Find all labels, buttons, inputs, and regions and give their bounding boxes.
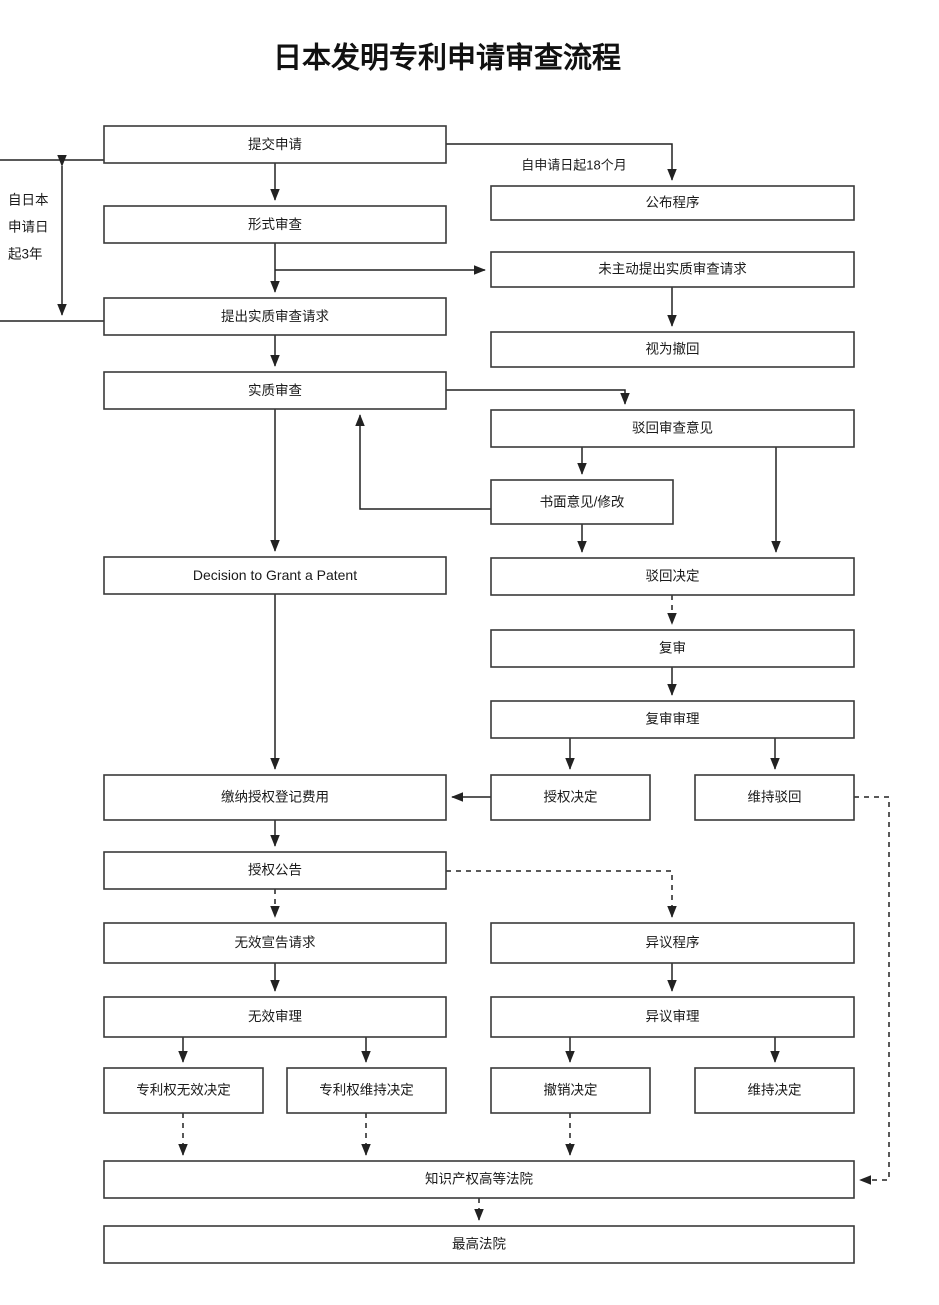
node-invalidation-trial-label: 无效审理: [248, 1009, 302, 1024]
node-revocation-decision[interactable]: 撤销决定: [490, 1067, 651, 1114]
node-grant-decision-reexam-label: 授权决定: [544, 789, 598, 805]
node-no-exam-request[interactable]: 未主动提出实质审查请求: [490, 251, 855, 288]
edge-submit-publication: [446, 143, 677, 181]
node-patent-maintain-decision-label: 专利权维持决定: [319, 1082, 414, 1098]
edge-substantive-rejectionop: [446, 389, 630, 405]
node-submit[interactable]: 提交申请: [103, 125, 447, 164]
node-opposition-procedure-label: 异议程序: [646, 935, 700, 950]
node-grant-publication-label: 授权公告: [248, 862, 302, 878]
node-invalidation-request-label: 无效宣告请求: [235, 935, 316, 950]
timing-label-line-2: 申请日: [8, 220, 49, 235]
node-written-opinion-amendment-label: 书面意见/修改: [540, 494, 625, 510]
node-reexamination-trial[interactable]: 复审审理: [490, 700, 855, 739]
node-decision-to-grant[interactable]: Decision to Grant a Patent: [103, 556, 447, 595]
node-patent-maintain-decision[interactable]: 专利权维持决定: [286, 1067, 447, 1114]
node-rejection-decision[interactable]: 驳回决定: [490, 557, 855, 596]
node-ip-high-court-label: 知识产权高等法院: [425, 1171, 533, 1187]
node-reexamination-label: 复审: [659, 640, 686, 656]
node-opposition-trial[interactable]: 异议审理: [490, 996, 855, 1038]
edge-label-publication-timing: 自申请日起18个月: [521, 157, 626, 172]
node-opposition-procedure[interactable]: 异议程序: [490, 922, 855, 964]
node-rejection-opinion-label: 驳回审查意见: [632, 420, 713, 436]
timing-label-line-3: 起3年: [8, 247, 43, 262]
node-rejection-decision-label: 驳回决定: [646, 569, 700, 584]
node-revocation-decision-label: 撤销决定: [544, 1083, 598, 1098]
node-written-opinion-amendment[interactable]: 书面意见/修改: [490, 479, 674, 525]
node-patent-invalid-decision-label: 专利权无效决定: [136, 1082, 231, 1098]
edge-written-substantive: [355, 414, 491, 510]
node-supreme-court[interactable]: 最高法院: [103, 1225, 855, 1264]
timing-label-line-1: 自日本: [8, 193, 49, 208]
node-rejection-opinion[interactable]: 驳回审查意见: [490, 409, 855, 448]
node-deemed-withdrawn-label: 视为撤回: [646, 342, 700, 357]
page-title: 日本发明专利申请审查流程: [273, 41, 621, 75]
node-decision-to-grant-label: Decision to Grant a Patent: [193, 567, 357, 583]
edge-grantpub-opposition: [446, 870, 677, 918]
node-formal-examination[interactable]: 形式审查: [103, 205, 447, 244]
node-maintain-decision-label: 维持决定: [748, 1083, 802, 1098]
node-no-exam-request-label: 未主动提出实质审查请求: [598, 262, 747, 277]
node-supreme-court-label: 最高法院: [452, 1236, 506, 1252]
node-layer: 提交申请 形式审查 提出实质审查请求 实质审查 Decision to Gran…: [103, 125, 855, 1264]
node-maintain-decision[interactable]: 维持决定: [694, 1067, 855, 1114]
node-pay-registration-fee-label: 缴纳授权登记费用: [221, 789, 329, 805]
node-request-substantive-exam-label: 提出实质审查请求: [221, 309, 329, 324]
node-opposition-trial-label: 异议审理: [646, 1009, 700, 1024]
node-ip-high-court[interactable]: 知识产权高等法院: [103, 1160, 855, 1199]
node-publication-procedure-label: 公布程序: [646, 195, 700, 210]
node-grant-publication[interactable]: 授权公告: [103, 851, 447, 890]
left-timing-annotation: 自日本 申请日 起3年: [0, 154, 104, 322]
node-deemed-withdrawn[interactable]: 视为撤回: [490, 331, 855, 368]
node-pay-registration-fee[interactable]: 缴纳授权登记费用: [103, 774, 447, 821]
edge-layer: 自申请日起18个月: [178, 143, 890, 1221]
node-reexamination-trial-label: 复审审理: [646, 711, 700, 727]
node-request-substantive-exam[interactable]: 提出实质审查请求: [103, 297, 447, 336]
node-maintain-rejection-label: 维持驳回: [748, 790, 802, 805]
node-publication-procedure[interactable]: 公布程序: [490, 185, 855, 221]
node-grant-decision-reexam[interactable]: 授权决定: [490, 774, 651, 821]
edge-maintainreject-court: [854, 796, 890, 1185]
node-invalidation-trial[interactable]: 无效审理: [103, 996, 447, 1038]
node-submit-label: 提交申请: [248, 136, 302, 152]
node-patent-invalid-decision[interactable]: 专利权无效决定: [103, 1067, 264, 1114]
node-invalidation-request[interactable]: 无效宣告请求: [103, 922, 447, 964]
node-substantive-examination[interactable]: 实质审查: [103, 371, 447, 410]
node-formal-examination-label: 形式审查: [248, 217, 302, 232]
node-reexamination[interactable]: 复审: [490, 629, 855, 668]
node-maintain-rejection[interactable]: 维持驳回: [694, 774, 855, 821]
node-substantive-examination-label: 实质审查: [248, 383, 302, 398]
